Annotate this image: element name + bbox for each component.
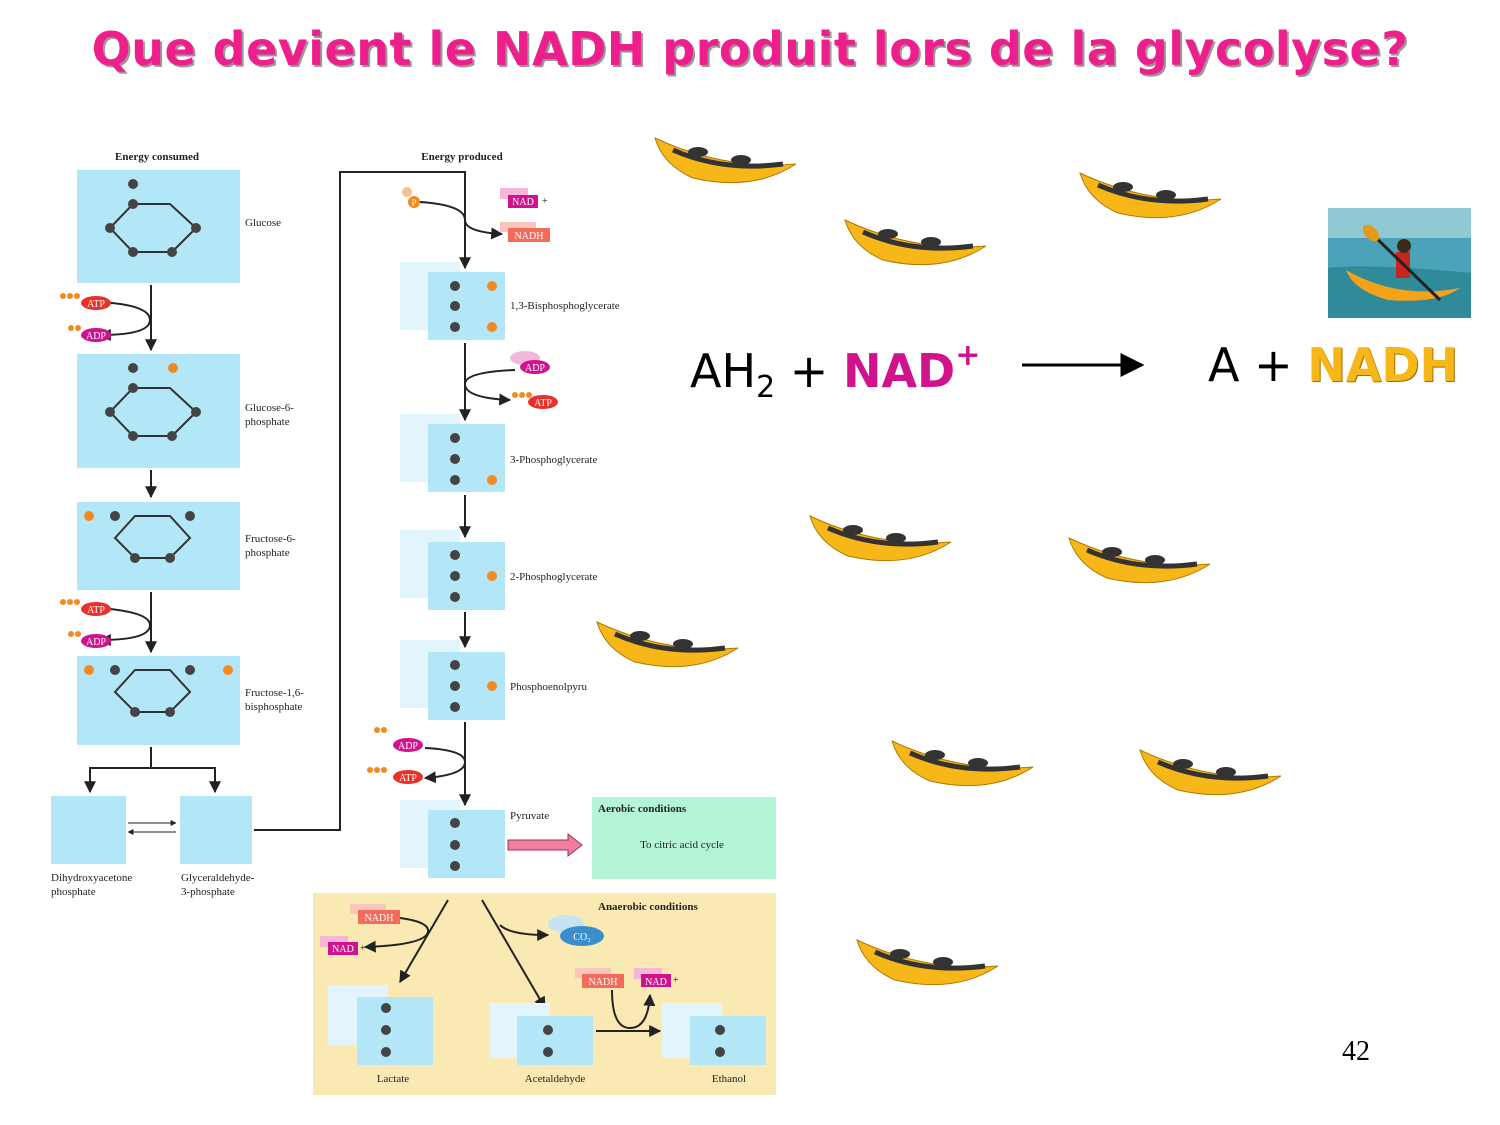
- svg-text:ATP: ATP: [87, 299, 105, 310]
- adp-pill-3: ADP: [510, 351, 550, 374]
- kayak-icon: [1079, 172, 1222, 219]
- label-2pg: 2-Phosphoglycerate: [510, 571, 597, 583]
- atp-pill-2: ATP: [60, 599, 111, 616]
- svg-text:+: +: [360, 943, 366, 954]
- label-gap-b: 3-phosphate: [181, 886, 235, 898]
- kayaker-photo: [1328, 208, 1471, 318]
- svg-text:ADP: ADP: [86, 637, 106, 648]
- svg-text:NADH: NADH: [365, 913, 394, 924]
- svg-text:ATP: ATP: [534, 398, 552, 409]
- svg-text:NAD: NAD: [332, 944, 354, 955]
- svg-text:ADP: ADP: [86, 331, 106, 342]
- label-ethanol: Ethanol: [712, 1073, 746, 1085]
- acetaldehyde-box: [517, 1016, 593, 1065]
- redox-products: A + NADH: [1208, 338, 1458, 392]
- nadh-product: NADH: [1307, 338, 1459, 392]
- aerobic-text: To citric acid cycle: [640, 839, 724, 851]
- kayak-icon: [596, 621, 739, 668]
- svg-text:ADP: ADP: [398, 741, 418, 752]
- nadh-tag-ethanol: NADH: [575, 968, 624, 988]
- dhap-box: [51, 796, 126, 864]
- nadh-tag-lactate: NADH: [350, 904, 400, 924]
- label-glucose: Glucose: [245, 217, 281, 229]
- lactate-box: [357, 997, 433, 1065]
- kayak-icon: [1139, 749, 1282, 796]
- svg-text:NAD: NAD: [645, 977, 667, 988]
- co2-icon: CO₂: [548, 915, 604, 946]
- glucose-6-phosphate-box: [77, 354, 240, 468]
- energy-consumed-label: Energy consumed: [115, 151, 199, 163]
- label-fructose-16: Fructose-1,6-: [245, 687, 304, 699]
- svg-text:ATP: ATP: [399, 773, 417, 784]
- reaction-arrow-icon: [1022, 353, 1145, 377]
- nad-tag-lactate: NAD +: [320, 936, 366, 955]
- svg-text:+: +: [673, 975, 679, 986]
- kayak-icon: [856, 939, 999, 986]
- svg-text:ATP: ATP: [87, 605, 105, 616]
- label-fructose-6-b: phosphate: [245, 547, 290, 559]
- atp-pill-3: ATP: [512, 392, 558, 409]
- svg-text:CO₂: CO₂: [573, 932, 590, 943]
- energy-produced-label: Energy produced: [421, 151, 502, 163]
- label-acetaldehyde: Acetaldehyde: [525, 1073, 586, 1085]
- nad-tag-top: NAD +: [500, 188, 548, 208]
- pyruvate-box: [428, 810, 505, 878]
- nad-tag-ethanol: NAD +: [634, 968, 679, 988]
- svg-text:ADP: ADP: [525, 363, 545, 374]
- glucose-box: [77, 170, 240, 283]
- reactant-ah2: AH: [690, 344, 757, 398]
- slide-title: Que devient le NADH produit lors de la g…: [91, 22, 1409, 76]
- plus-sign-2: +: [1254, 338, 1293, 392]
- redox-equation: AH2 + NAD+: [690, 338, 980, 405]
- kayak-icon: [1068, 537, 1211, 584]
- adp-pill-2: ADP: [68, 631, 111, 648]
- label-glucose-6-b: phosphate: [245, 416, 290, 428]
- label-fructose-6: Fructose-6-: [245, 533, 296, 545]
- label-pyruvate: Pyruvate: [510, 810, 549, 822]
- label-fructose-16-b: bisphosphate: [245, 701, 303, 713]
- aerobic-box: [592, 797, 776, 879]
- aerobic-arrow: [507, 832, 583, 858]
- anaerobic-title: Anaerobic conditions: [598, 901, 698, 913]
- atp-pill-1: ATP: [60, 293, 111, 310]
- label-glucose-6: Glucose-6-: [245, 402, 294, 414]
- atp-pill-4: ATP: [367, 767, 423, 784]
- page-number: 42: [1342, 1036, 1370, 1067]
- product-a: A: [1208, 338, 1240, 392]
- nad-plus: NAD+: [842, 338, 981, 398]
- adp-pill-1: ADP: [68, 325, 111, 342]
- svg-text:NAD: NAD: [512, 197, 534, 208]
- reactant-subscript: 2: [756, 370, 776, 405]
- kayak-icon: [844, 219, 987, 266]
- kayak-icon: [891, 740, 1034, 787]
- plus-sign-1: +: [789, 344, 829, 398]
- label-dhap: Dihydroxyacetone: [51, 872, 132, 884]
- ethanol-box: [690, 1016, 766, 1065]
- label-pep: Phosphoenolpyru: [510, 681, 588, 693]
- aerobic-title: Aerobic conditions: [598, 803, 687, 815]
- svg-text:+: +: [542, 196, 548, 207]
- svg-text:NADH: NADH: [589, 977, 618, 988]
- nadh-tag-top: NADH: [500, 222, 550, 242]
- kayak-icon: [809, 515, 952, 562]
- svg-text:P: P: [411, 198, 416, 208]
- label-lactate: Lactate: [377, 1073, 409, 1085]
- pi-icon: P: [402, 187, 420, 208]
- adp-pill-4: ADP: [374, 727, 423, 752]
- kayak-icon: [654, 137, 797, 184]
- svg-text:NADH: NADH: [515, 231, 544, 242]
- gap-box: [180, 796, 252, 864]
- label-dhap-b: phosphate: [51, 886, 96, 898]
- label-3pg: 3-Phosphoglycerate: [510, 454, 597, 466]
- label-bpg: 1,3-Bisphosphoglycerate: [510, 300, 620, 312]
- label-gap: Glyceraldehyde-: [181, 872, 255, 884]
